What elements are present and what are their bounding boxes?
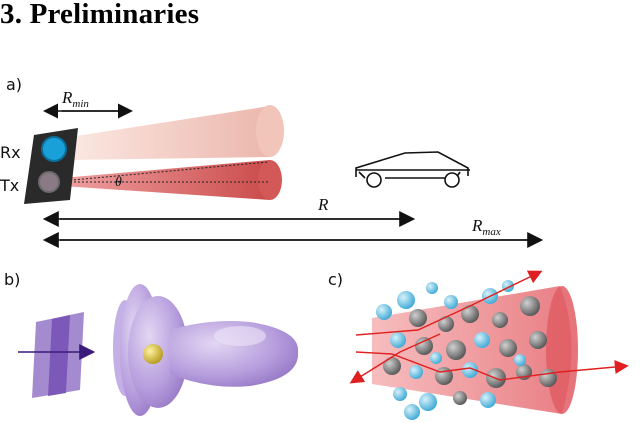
scattered-rays (349, 270, 629, 384)
scattering-particles (376, 280, 557, 420)
panel-c-label: c) (328, 270, 343, 289)
tx-beam-end (258, 160, 282, 200)
panel-a-label: a) (6, 75, 22, 94)
rx-beam (70, 106, 279, 160)
r-label: R (317, 195, 329, 214)
rmin-label: Rmin (61, 88, 89, 110)
gold-particle-icon (143, 344, 163, 364)
rmax-label: Rmax (471, 216, 501, 238)
theta-label: θ (115, 175, 122, 190)
panel-b-label: b) (4, 270, 20, 289)
tx-beam (62, 160, 278, 200)
tx-label: Tx (0, 176, 19, 195)
section-heading: 3. Preliminaries (0, 0, 200, 30)
rx-beam-end (256, 105, 284, 157)
rx-label: Rx (0, 143, 21, 162)
wavefront-plane (32, 312, 84, 398)
lidar-sensor-icon (24, 128, 78, 204)
divergence-line-top (61, 161, 269, 182)
scattering-object-icon (113, 284, 299, 416)
car-icon (355, 151, 470, 188)
